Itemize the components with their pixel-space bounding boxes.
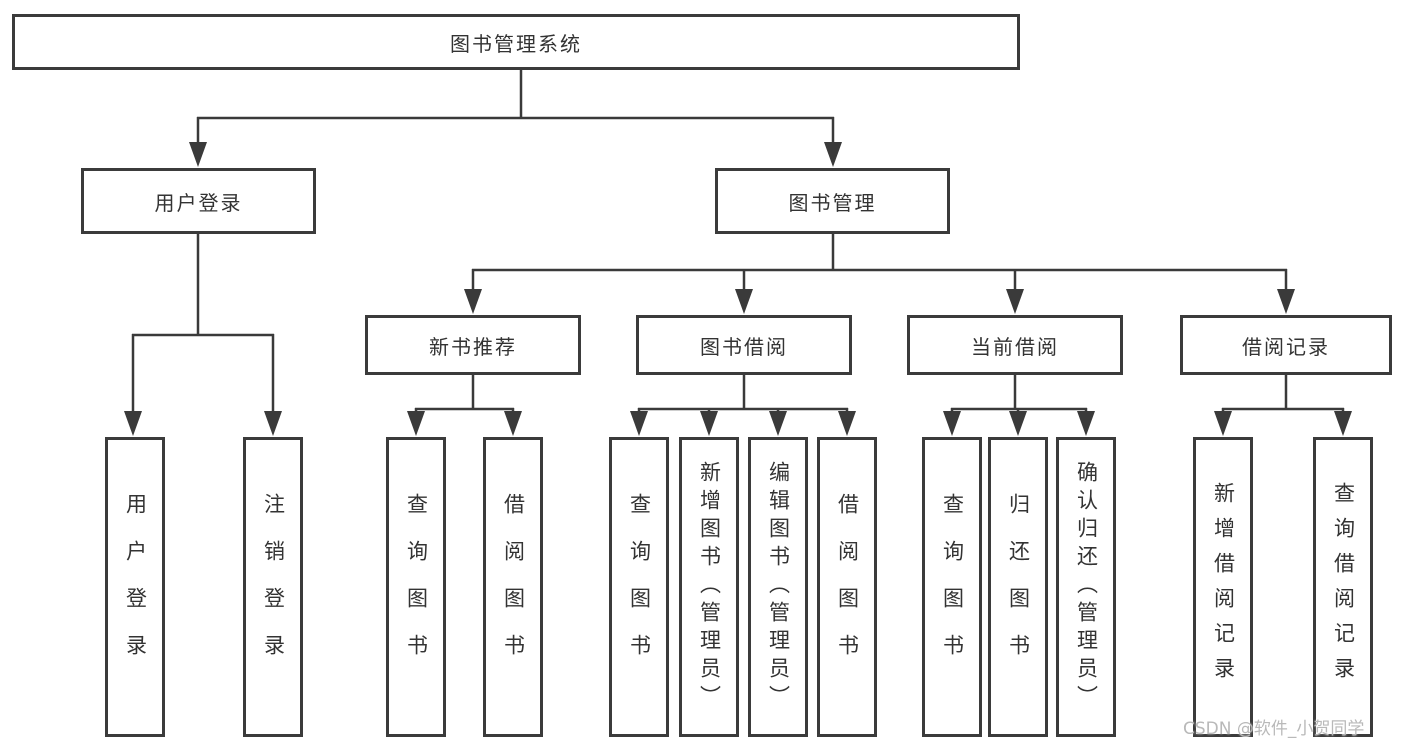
node-label: 用户登录 xyxy=(154,190,243,215)
node-borrow-records: 借阅记录 xyxy=(1180,315,1392,375)
node-label: 借阅记录 xyxy=(1242,334,1330,359)
node-label: 新增借阅记录 xyxy=(1211,482,1236,692)
node-nbr-borrow-books: 借阅图书 xyxy=(483,437,543,737)
node-cb-return-books: 归还图书 xyxy=(988,437,1048,737)
node-label: 确认归还（管理员） xyxy=(1074,461,1099,713)
node-nbr-query-books: 查询图书 xyxy=(386,437,446,737)
node-label: 查询图书 xyxy=(404,493,429,681)
node-label: 当前借阅 xyxy=(971,334,1059,359)
node-root: 图书管理系统 xyxy=(12,14,1020,70)
node-logout-leaf: 注销登录 xyxy=(243,437,303,737)
node-book-borrow: 图书借阅 xyxy=(636,315,852,375)
node-user-login: 用户登录 xyxy=(81,168,316,234)
node-cb-confirm-return: 确认归还（管理员） xyxy=(1056,437,1116,737)
node-label: 注销登录 xyxy=(261,493,286,681)
node-label: 编辑图书（管理员） xyxy=(766,461,791,713)
node-bb-borrow-books: 借阅图书 xyxy=(817,437,877,737)
node-label: 图书管理系统 xyxy=(450,31,582,56)
node-bb-add-books: 新增图书（管理员） xyxy=(679,437,739,737)
node-br-query-record: 查询借阅记录 xyxy=(1313,437,1373,737)
node-cb-query-books: 查询图书 xyxy=(922,437,982,737)
node-label: 图书管理 xyxy=(788,190,877,215)
node-label: 图书借阅 xyxy=(700,334,788,359)
node-br-add-record: 新增借阅记录 xyxy=(1193,437,1253,737)
node-book-management: 图书管理 xyxy=(715,168,950,234)
node-label: 借阅图书 xyxy=(501,493,526,681)
node-current-borrow: 当前借阅 xyxy=(907,315,1123,375)
node-label: 归还图书 xyxy=(1006,493,1031,681)
node-label: 借阅图书 xyxy=(835,493,860,681)
node-label: 新增图书（管理员） xyxy=(697,461,722,713)
node-label: 用户登录 xyxy=(123,493,148,681)
node-user-login-leaf: 用户登录 xyxy=(105,437,165,737)
node-bb-edit-books: 编辑图书（管理员） xyxy=(748,437,808,737)
node-bb-query-books: 查询图书 xyxy=(609,437,669,737)
node-new-book-recommend: 新书推荐 xyxy=(365,315,581,375)
node-label: 查询借阅记录 xyxy=(1331,482,1356,692)
node-label: 查询图书 xyxy=(627,493,652,681)
node-label: 查询图书 xyxy=(940,493,965,681)
node-label: 新书推荐 xyxy=(429,334,517,359)
